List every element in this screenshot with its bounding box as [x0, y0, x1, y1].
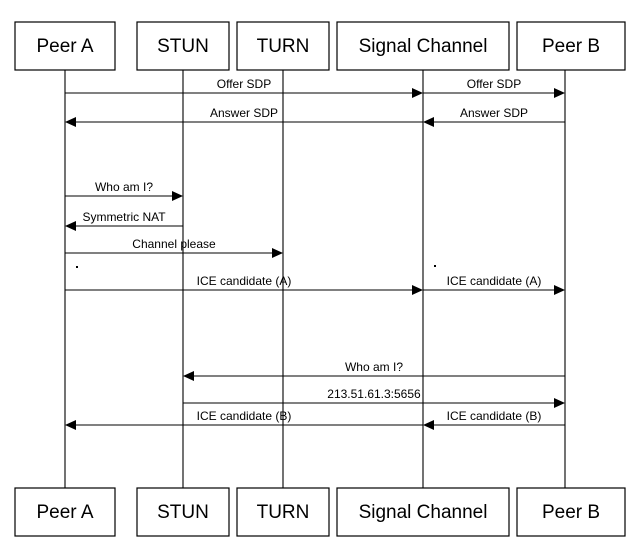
- messages-group: Offer SDP Offer SDP Answer SDP Answer SDP Wh…: [65, 77, 565, 430]
- message-2[interactable]: Offer SDP: [423, 77, 565, 98]
- actor-label: Peer B: [542, 36, 600, 57]
- message-8[interactable]: ICE candidate (A): [65, 274, 423, 295]
- message-arrowhead: [183, 371, 194, 381]
- message-1[interactable]: Offer SDP: [65, 77, 423, 98]
- message-label: ICE candidate (B): [447, 409, 542, 423]
- message-arrowhead: [554, 88, 565, 98]
- message-arrowhead: [423, 117, 434, 127]
- message-label: 213.51.61.3:5656: [327, 387, 421, 401]
- actor-label: TURN: [257, 36, 310, 57]
- message-label: Channel please: [132, 237, 216, 251]
- message-10[interactable]: Who am I?: [183, 360, 565, 381]
- actor-box-rect: [516, 487, 626, 537]
- message-arrowhead: [172, 191, 183, 201]
- actor-box-rect: [516, 21, 626, 71]
- actor-turn-top[interactable]: TURN: [236, 21, 330, 71]
- actor-peerA-bottom[interactable]: Peer A: [14, 487, 116, 537]
- message-label: ICE candidate (A): [447, 274, 542, 288]
- actor-signal-bottom[interactable]: Signal Channel: [336, 487, 510, 537]
- dot-near-peer-a: [76, 266, 78, 268]
- message-label: ICE candidate (A): [197, 274, 292, 288]
- actor-box-rect: [14, 21, 116, 71]
- message-label: Who am I?: [345, 360, 403, 374]
- message-arrowhead: [423, 420, 434, 430]
- actor-turn-bottom[interactable]: TURN: [236, 487, 330, 537]
- actor-box-rect: [236, 487, 330, 537]
- actor-peerA-top[interactable]: Peer A: [14, 21, 116, 71]
- lifelines-group: [64, 70, 566, 488]
- artifacts-group: [76, 265, 436, 268]
- message-label: Answer SDP: [210, 106, 278, 120]
- actor-label: Peer A: [36, 36, 93, 57]
- actor-label: TURN: [257, 502, 310, 523]
- actor-label: Signal Channel: [359, 36, 488, 57]
- dot-near-signal: [434, 265, 436, 267]
- actor-label: Peer A: [36, 502, 93, 523]
- actor-box-rect: [136, 21, 230, 71]
- actor-box-rect: [136, 487, 230, 537]
- message-label: Offer SDP: [467, 77, 521, 91]
- message-label: Answer SDP: [460, 106, 528, 120]
- message-arrowhead: [65, 221, 76, 231]
- actor-box-rect: [14, 487, 116, 537]
- message-label: Offer SDP: [217, 77, 271, 91]
- message-arrowhead: [412, 285, 423, 295]
- message-3[interactable]: Answer SDP: [65, 106, 423, 127]
- message-7[interactable]: Channel please: [65, 237, 283, 258]
- actor-label: Signal Channel: [359, 502, 488, 523]
- message-12[interactable]: ICE candidate (B): [423, 409, 565, 430]
- message-4[interactable]: Answer SDP: [423, 106, 565, 127]
- message-arrowhead: [272, 248, 283, 258]
- actor-stun-top[interactable]: STUN: [136, 21, 230, 71]
- actor-boxes-bottom: Peer A STUN TURN Signal Channel Peer B: [14, 487, 626, 537]
- message-6[interactable]: Symmetric NAT: [65, 210, 183, 231]
- actor-peerB-bottom[interactable]: Peer B: [516, 487, 626, 537]
- message-arrowhead: [412, 88, 423, 98]
- message-label: ICE candidate (B): [197, 409, 292, 423]
- message-arrowhead: [554, 285, 565, 295]
- message-13[interactable]: ICE candidate (B): [65, 409, 423, 430]
- actor-label: STUN: [157, 502, 209, 523]
- actor-peerB-top[interactable]: Peer B: [516, 21, 626, 71]
- message-5[interactable]: Who am I?: [65, 180, 183, 201]
- message-arrowhead: [65, 420, 76, 430]
- message-11[interactable]: 213.51.61.3:5656: [183, 387, 565, 408]
- actor-signal-top[interactable]: Signal Channel: [336, 21, 510, 71]
- actor-box-rect: [336, 21, 510, 71]
- actor-box-rect: [236, 21, 330, 71]
- message-9[interactable]: ICE candidate (A): [423, 274, 565, 295]
- actor-boxes-top: Peer A STUN TURN Signal Channel Peer B: [14, 21, 626, 71]
- actor-box-rect: [336, 487, 510, 537]
- actor-label: STUN: [157, 36, 209, 57]
- message-label: Who am I?: [95, 180, 153, 194]
- message-arrowhead: [65, 117, 76, 127]
- actor-stun-bottom[interactable]: STUN: [136, 487, 230, 537]
- message-arrowhead: [554, 398, 565, 408]
- actor-label: Peer B: [542, 502, 600, 523]
- message-label: Symmetric NAT: [82, 210, 166, 224]
